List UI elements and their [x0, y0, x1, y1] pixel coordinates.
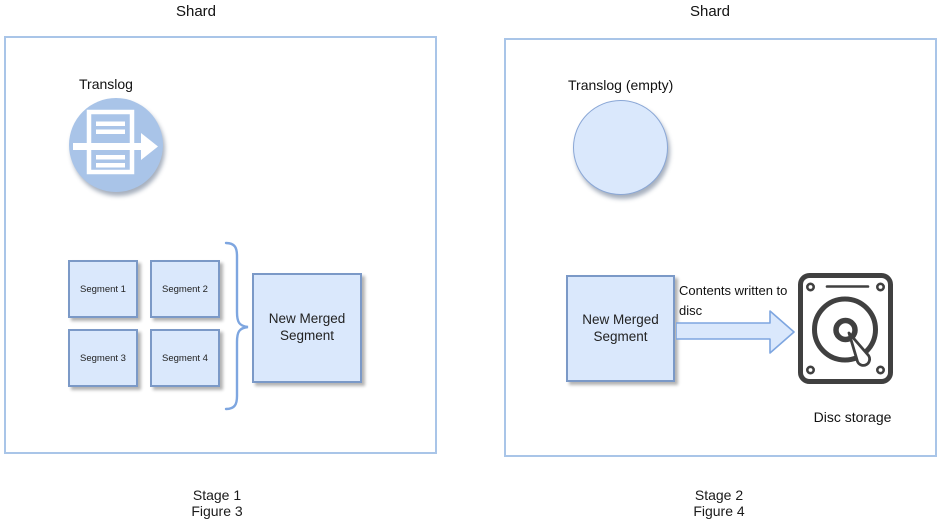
- segment-box-4: Segment 4: [150, 329, 220, 387]
- left-shard-title: Shard: [175, 3, 217, 20]
- merge-brace: [221, 241, 251, 411]
- right-new-merged-segment-box: New Merged Segment: [566, 275, 675, 382]
- right-shard-title: Shard: [689, 3, 731, 20]
- right-stage-label: Stage 2: [694, 487, 744, 503]
- right-translog-label: Translog (empty): [568, 77, 674, 93]
- left-caption: Stage 1 Figure 3: [152, 487, 282, 520]
- left-new-merged-segment-box: New Merged Segment: [252, 273, 362, 383]
- segment-box-1: Segment 1: [68, 260, 138, 318]
- arrow-label: Contents written to disc: [679, 283, 788, 318]
- right-shard-panel: [504, 38, 937, 457]
- left-translog-label: Translog: [79, 76, 133, 92]
- left-figure-label: Figure 3: [191, 502, 243, 519]
- left-stage-label: Stage 1: [192, 487, 242, 503]
- hard-disk-icon: [797, 272, 894, 385]
- segment-box-3: Segment 3: [68, 329, 138, 387]
- right-figure-label: Figure 4: [693, 502, 745, 519]
- right-caption: Stage 2 Figure 4: [654, 487, 784, 520]
- segment-box-2: Segment 2: [150, 260, 220, 318]
- translog-document-arrow-icon: [69, 98, 163, 192]
- translog-icon-glyph: [73, 109, 158, 175]
- translog-empty-circle: [573, 100, 668, 195]
- write-to-disc-arrow: [676, 310, 796, 354]
- disk-storage-label: Disc storage: [813, 409, 892, 425]
